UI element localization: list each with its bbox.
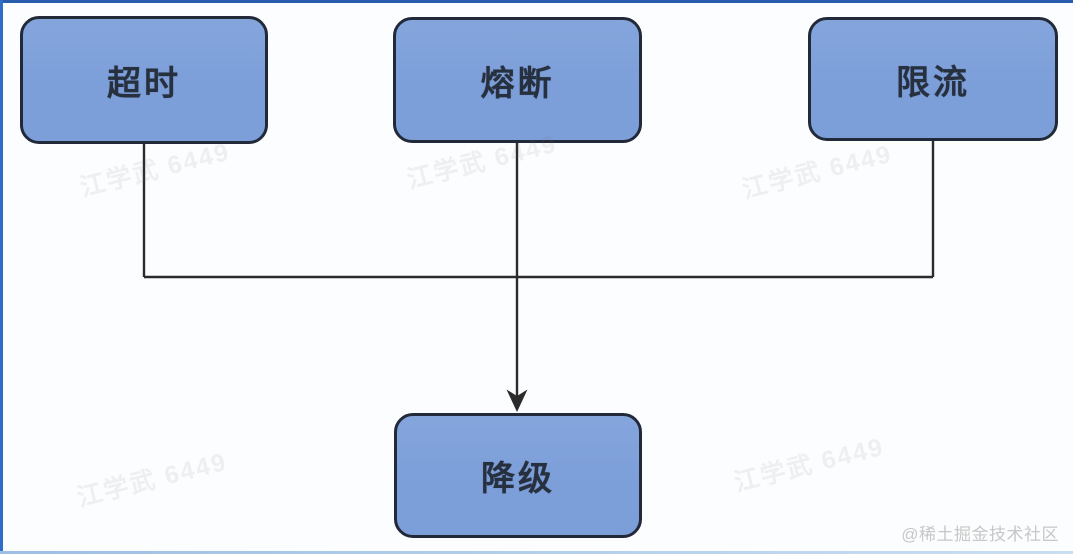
node-degrade-label: 降级 — [481, 460, 555, 498]
node-timeout-label: 超时 — [107, 64, 181, 103]
frame-bottom-edge — [0, 551, 1073, 554]
node-degrade: 降级 — [394, 413, 642, 538]
node-limit: 限流 — [808, 17, 1058, 141]
community-credit-watermark: @稀土掘金技术社区 — [901, 525, 1059, 544]
node-fuse: 熔断 — [393, 17, 642, 143]
node-timeout: 超时 — [20, 16, 268, 144]
node-limit-label: 限流 — [896, 63, 970, 102]
node-fuse-label: 熔断 — [480, 64, 555, 103]
arrow-head-icon — [506, 389, 528, 412]
frame-left-edge — [0, 0, 3, 554]
frame-top-edge — [0, 0, 1073, 3]
